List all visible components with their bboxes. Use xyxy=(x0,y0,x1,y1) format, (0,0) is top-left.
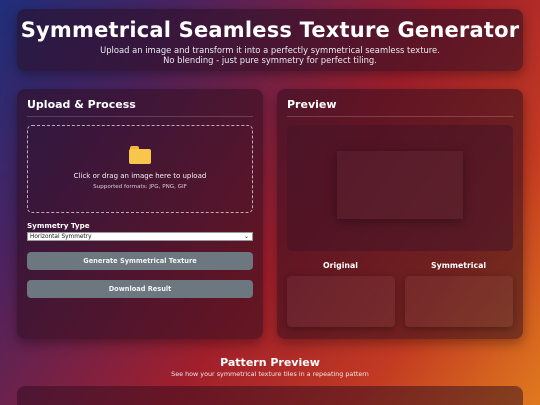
divider xyxy=(27,116,253,117)
symmetrical-thumbnail xyxy=(405,276,513,327)
download-result-button[interactable]: Download Result xyxy=(27,280,253,298)
pattern-preview-subtitle: See how your symmetrical texture tiles i… xyxy=(171,370,369,378)
generate-texture-button[interactable]: Generate Symmetrical Texture xyxy=(27,252,253,270)
divider xyxy=(287,116,513,117)
upload-panel-title: Upload & Process xyxy=(27,98,136,111)
app-subtitle-line-1: Upload an image and transform it into a … xyxy=(100,45,440,55)
dropzone-formats: Supported formats: JPG, PNG, GIF xyxy=(93,184,187,190)
chevron-down-icon: ⌄ xyxy=(243,233,249,240)
symmetrical-label: Symmetrical xyxy=(431,261,487,270)
original-thumbnail xyxy=(287,276,395,327)
preview-panel-title: Preview xyxy=(287,98,337,111)
app-subtitle-line-2: No blending - just pure symmetry for per… xyxy=(163,55,377,65)
dropzone-instructions: Click or drag an image here to upload xyxy=(73,172,207,180)
upload-panel: Upload & Process Click or drag an image … xyxy=(17,89,263,339)
preview-panel: Preview Original Symmetrical xyxy=(277,89,523,339)
preview-image-placeholder xyxy=(337,151,463,219)
symmetry-type-value: Horizontal Symmetry xyxy=(30,234,92,240)
original-label: Original xyxy=(323,261,358,270)
pattern-preview-panel xyxy=(17,386,523,405)
upload-dropzone[interactable]: Click or drag an image here to upload Su… xyxy=(27,125,253,213)
preview-canvas xyxy=(287,125,513,251)
symmetry-type-select[interactable]: Horizontal Symmetry ⌄ xyxy=(27,232,253,241)
app-subtitle: Upload an image and transform it into a … xyxy=(17,45,523,65)
pattern-preview-title: Pattern Preview xyxy=(220,356,320,369)
app-header: Symmetrical Seamless Texture Generator U… xyxy=(17,9,523,71)
app-title: Symmetrical Seamless Texture Generator xyxy=(20,18,520,42)
folder-icon xyxy=(129,146,151,164)
symmetry-type-label: Symmetry Type xyxy=(27,221,90,230)
